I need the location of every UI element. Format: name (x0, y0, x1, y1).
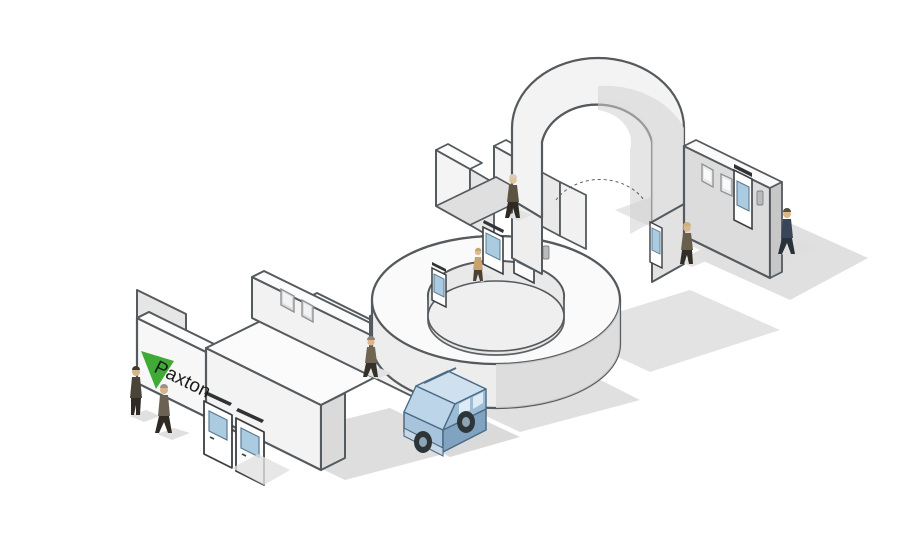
spiral-inner-floor (427, 280, 565, 352)
arch-door-glass (651, 227, 661, 255)
letter-n-arch (510, 56, 686, 283)
person-1-legs (131, 398, 141, 415)
person-3-body (365, 347, 377, 363)
arch-inner-shade (598, 96, 653, 234)
spiral-outer-shade (496, 300, 620, 408)
arch-shade (598, 85, 684, 223)
letter-t-block (559, 181, 587, 250)
arch-hidden-arc (555, 178, 645, 201)
right-wall-door-glass (736, 180, 750, 212)
person-5 (505, 174, 532, 221)
person-2-body (158, 395, 170, 416)
suv-roof-rail (423, 367, 457, 384)
door-handle-right (241, 453, 247, 457)
door-handle-left (209, 436, 215, 440)
person-3-legs (363, 363, 378, 377)
cross-door-left-glass (485, 232, 501, 261)
person-4-hair (475, 247, 482, 251)
reader-right-wall[interactable] (756, 190, 764, 206)
person-5-hair (509, 174, 517, 178)
person-2-shadow (157, 428, 190, 440)
person-1 (130, 366, 160, 422)
vehicle-suv (403, 367, 487, 457)
person-4-body (473, 257, 483, 270)
reader-cross[interactable] (542, 245, 550, 260)
right-wall-door-header (734, 164, 752, 177)
door-glass-left (208, 410, 228, 441)
person-3-head (367, 338, 375, 346)
person-5-head (509, 176, 517, 184)
suv-hub-front (419, 437, 427, 447)
door-closer-right (236, 408, 264, 423)
window-right-2 (720, 172, 733, 198)
person-6 (680, 222, 706, 267)
person-6-body (681, 233, 693, 250)
person-6-hair (683, 222, 691, 226)
person-7 (777, 208, 818, 259)
person-4-shadow (473, 273, 494, 282)
person-7-hair (783, 208, 791, 212)
person-7-body (781, 219, 793, 238)
person-7-shadow (777, 242, 818, 259)
person-4 (473, 247, 494, 282)
paxton-logo-group (141, 351, 174, 389)
person-6-legs (680, 250, 693, 264)
door-closer-left (204, 391, 232, 406)
people-group (130, 174, 818, 440)
spiral-door-header (432, 262, 446, 272)
person-2-legs (155, 416, 172, 433)
spiral-door-glass (433, 273, 445, 298)
person-1-body (130, 377, 142, 398)
person-5-legs (505, 202, 520, 218)
cross-door-closer-left (483, 220, 504, 233)
window-corridor-2 (301, 298, 314, 324)
right-wall-end-face (769, 181, 783, 279)
door-entrance-left[interactable] (203, 391, 290, 486)
person-3-shadow (365, 368, 392, 379)
door-spiral-inner[interactable] (431, 262, 447, 309)
person-6-shadow (681, 256, 706, 267)
suv-hub-rear (462, 417, 470, 427)
person-5-body (507, 185, 519, 202)
green-triangle-icon (141, 351, 174, 389)
person-2-hair (160, 384, 168, 388)
person-4-legs (473, 270, 483, 281)
person-3-hair (367, 336, 375, 340)
door-arch-side[interactable] (649, 220, 663, 270)
t-wall-face (559, 181, 587, 250)
person-3 (363, 336, 392, 379)
person-7-legs (778, 238, 795, 254)
door-shadow (232, 454, 290, 485)
suv-window-glass-2 (473, 392, 483, 409)
person-2 (155, 384, 190, 440)
person-1-shadow (130, 410, 160, 422)
person-6-head (683, 224, 691, 232)
door-right-wall[interactable] (733, 164, 753, 231)
window-right-1 (701, 162, 714, 189)
x-wall-a-top (435, 143, 483, 170)
window-corridor-1 (280, 287, 295, 314)
letter-o-spiral (370, 234, 622, 410)
n-diagonal-left-shade (320, 392, 346, 471)
person-1-hair (132, 366, 140, 370)
